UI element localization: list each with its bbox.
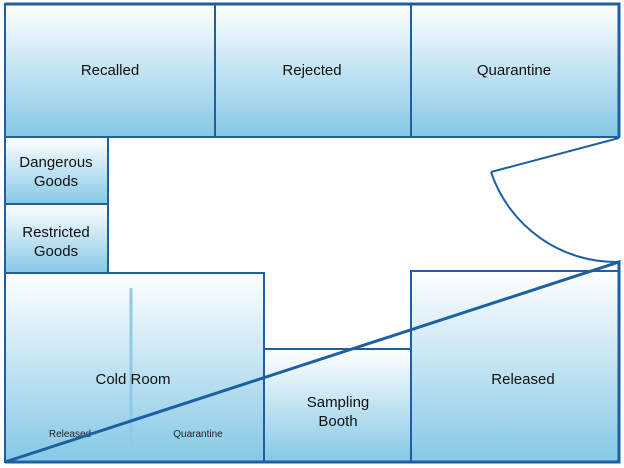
door[interactable] [490, 137, 620, 264]
room-recalled[interactable]: Recalled [4, 3, 216, 138]
room-released[interactable]: Released [410, 270, 620, 463]
room-restricted-goods-label-line2: Goods [34, 243, 78, 260]
room-cold-room[interactable]: Cold Room Released Quarantine [4, 272, 265, 463]
door-swing-arc [490, 171, 620, 264]
room-recalled-label: Recalled [81, 62, 139, 79]
room-cold-room-label: Cold Room [95, 371, 170, 388]
room-sampling-booth[interactable]: Sampling Booth [263, 348, 412, 463]
room-sampling-booth-label-line2: Booth [318, 413, 357, 430]
room-dangerous-goods[interactable]: Dangerous Goods [4, 136, 109, 205]
room-sampling-booth-label-line1: Sampling [307, 394, 370, 411]
room-quarantine[interactable]: Quarantine [410, 3, 620, 138]
room-restricted-goods-label-line1: Restricted [22, 224, 90, 241]
outer-wall [4, 2, 621, 464]
room-rejected[interactable]: Rejected [214, 3, 412, 138]
room-dangerous-goods-label-line1: Dangerous [19, 154, 92, 171]
room-rejected-label: Rejected [282, 62, 341, 79]
room-quarantine-label: Quarantine [477, 62, 551, 79]
room-dangerous-goods-label-line2: Goods [34, 173, 78, 190]
door-leaf [490, 137, 620, 173]
room-restricted-goods[interactable]: Restricted Goods [4, 203, 109, 274]
cold-room-zone-quarantine: Quarantine [173, 429, 223, 440]
room-released-label: Released [491, 371, 554, 388]
cold-room-zone-released: Released [49, 429, 91, 440]
